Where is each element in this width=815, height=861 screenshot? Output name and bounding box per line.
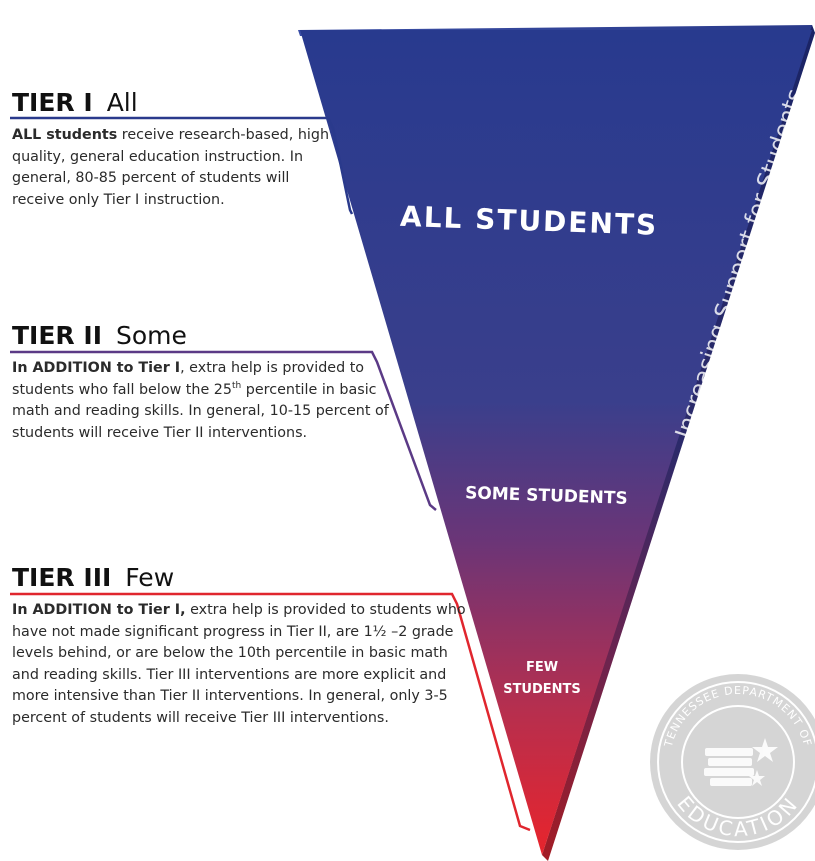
tier-3-name: TIER III: [12, 563, 112, 592]
tier-2-lead: In ADDITION to Tier I: [12, 360, 181, 376]
inverted-pyramid: [298, 25, 815, 861]
arrow-head: [568, 806, 592, 838]
tier-2-text-a: , extra help is provided to students who…: [12, 360, 365, 398]
tier-3-block: TIER III Few In ADDITION to Tier I, extra…: [12, 563, 472, 729]
tier-2-name: TIER II: [12, 321, 102, 350]
tier-2-description: In ADDITION to Tier I, extra help is pro…: [12, 358, 392, 444]
tier-1-word: All: [106, 88, 138, 117]
tier-1-block: TIER I All ALL students receive research-…: [12, 88, 337, 211]
department-seal: TENNESSEE DEPARTMENT OF EDUCATION: [650, 674, 815, 850]
tier-2-heading: TIER II Some: [12, 321, 392, 351]
tier-3-word: Few: [125, 563, 175, 592]
tier-2-word: Some: [116, 321, 187, 350]
seal-books-emblem: [704, 738, 778, 786]
tier-2-block: TIER II Some In ADDITION to Tier I, extra…: [12, 321, 392, 444]
tier-1-lead: ALL students: [12, 127, 118, 143]
tier-1-heading: TIER I All: [12, 88, 337, 118]
tier-1-connector: [10, 116, 354, 215]
tier-3-heading: TIER III Few: [12, 563, 472, 593]
tier-1-description: ALL students receive research-based, hig…: [12, 125, 337, 211]
tier-2-text-b: percentile in basic math and reading ski…: [12, 381, 389, 441]
tier-3-connector: [10, 592, 531, 832]
label-few-students-line2: STUDENTS: [503, 682, 581, 697]
tier-3-text: extra help is provided to students who h…: [12, 602, 466, 726]
tier-1-name: TIER I: [12, 88, 93, 117]
label-few-students-line1: FEW: [526, 660, 558, 675]
pyramid-side-face: [542, 25, 815, 861]
pyramid-front-face: [300, 30, 812, 855]
tier-2-connector: [10, 350, 437, 511]
tier-1-text: receive research-based, high quality, ge…: [12, 127, 330, 208]
tier-3-description: In ADDITION to Tier I, extra help is pro…: [12, 600, 472, 729]
tier-connectors: [10, 116, 531, 832]
support-arrow: [568, 454, 695, 838]
tier-3-lead: In ADDITION to Tier I,: [12, 602, 186, 618]
tier-2-superscript: th: [232, 380, 242, 391]
